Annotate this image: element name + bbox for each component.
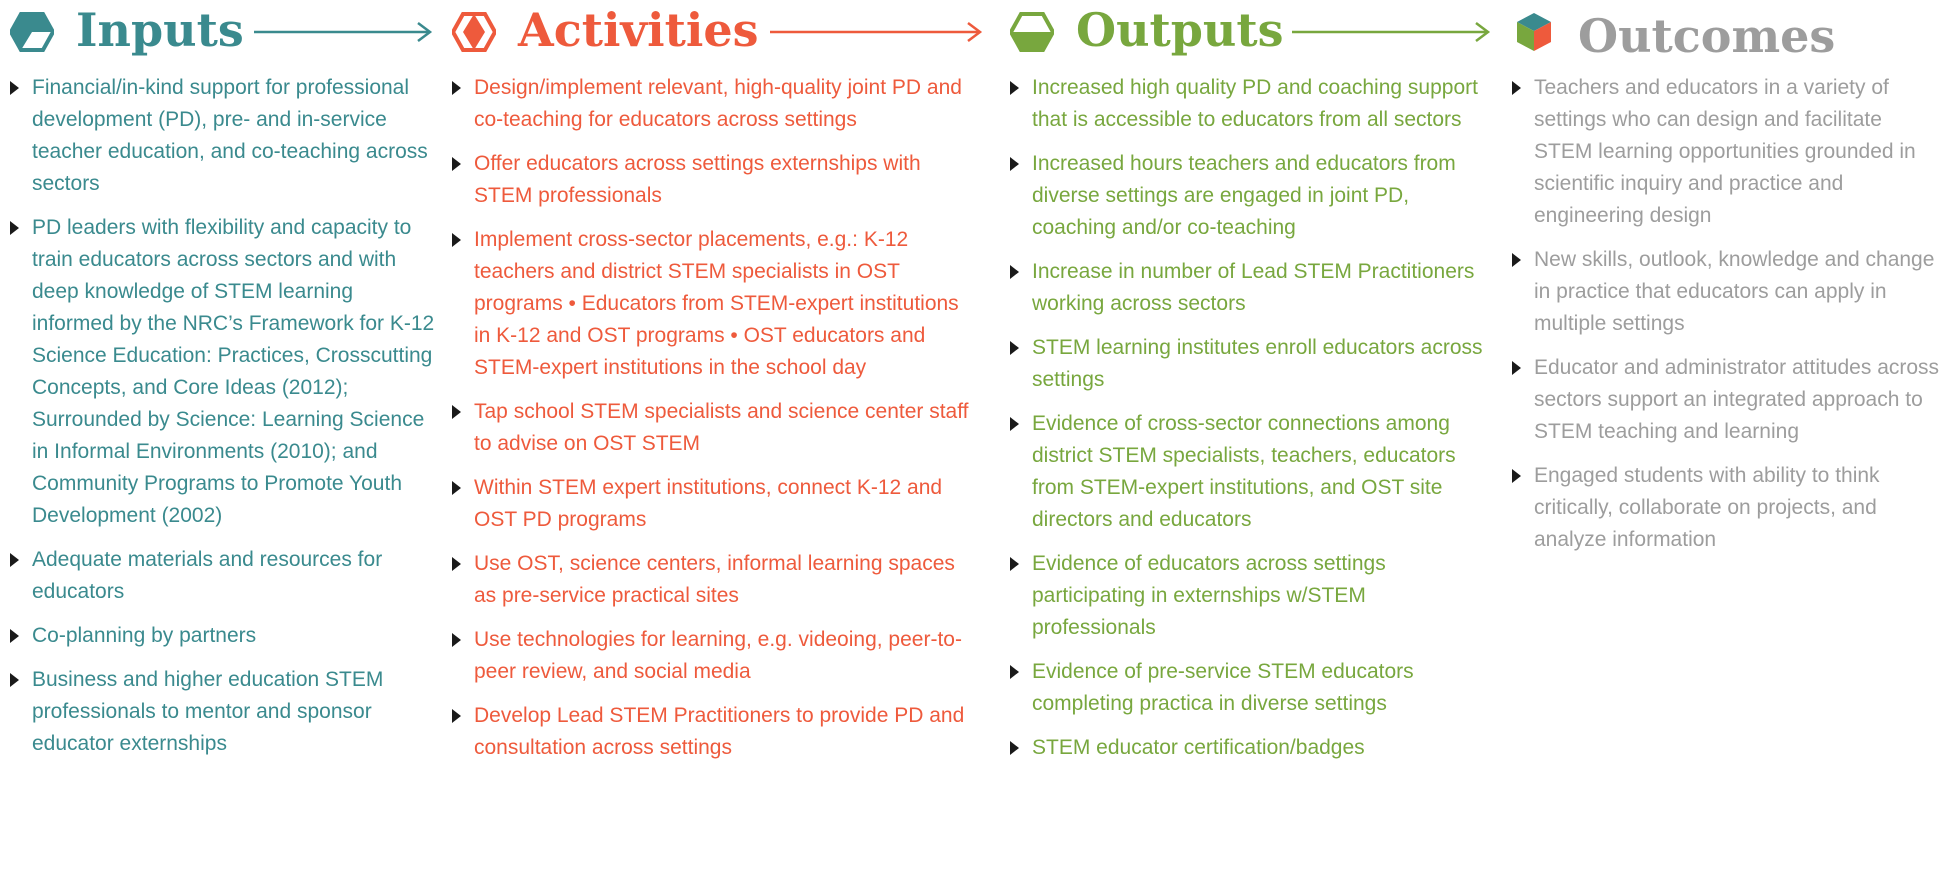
arrow-right-icon [770,22,983,42]
activities-title: Activities [518,3,759,57]
list-item: STEM educator certification/badges [1010,732,1490,764]
list-item: Evidence of educators across settings pa… [1010,548,1490,644]
list-item: Educator and administrator attitudes acr… [1512,352,1944,448]
bullet-triangle-icon [1010,157,1019,171]
list-item: Financial/in-kind support for profession… [10,72,440,200]
hexagon-diamond-icon [452,12,496,52]
bullet-triangle-icon [452,157,461,171]
list-item: Increased high quality PD and coaching s… [1010,72,1490,136]
bullet-triangle-icon [1010,417,1019,431]
list-item: Develop Lead STEM Practitioners to provi… [452,700,972,764]
arrow-right-icon [254,22,433,42]
list-item: Design/implement relevant, high-quality … [452,72,972,136]
list-item: PD leaders with flexibility and capacity… [10,212,440,532]
list-item: Increased hours teachers and educators f… [1010,148,1490,244]
bullet-triangle-icon [452,557,461,571]
list-item: New skills, outlook, knowledge and chang… [1512,244,1944,340]
bullet-triangle-icon [10,81,19,95]
bullet-triangle-icon [1010,557,1019,571]
bullet-triangle-icon [10,221,19,235]
bullet-triangle-icon [452,81,461,95]
bullet-triangle-icon [452,405,461,419]
list-item: Use OST, science centers, informal learn… [452,548,972,612]
bullet-triangle-icon [452,481,461,495]
list-item: Teachers and educators in a variety of s… [1512,72,1944,232]
list-item: Co-planning by partners [10,620,440,652]
list-item: Engaged students with ability to think c… [1512,460,1944,556]
bullet-triangle-icon [1010,665,1019,679]
list-item: Adequate materials and resources for edu… [10,544,440,608]
outcomes-title: Outcomes [1578,9,1836,63]
bullet-triangle-icon [1512,469,1521,483]
list-item: Increase in number of Lead STEM Practiti… [1010,256,1490,320]
hexagon-lower-half-icon [1010,12,1054,52]
list-item: Offer educators across settings externsh… [452,148,972,212]
bullet-triangle-icon [1512,81,1521,95]
bullet-triangle-icon [10,629,19,643]
bullet-triangle-icon [452,233,461,247]
list-item: Tap school STEM specialists and science … [452,396,972,460]
list-item: Use technologies for learning, e.g. vide… [452,624,972,688]
list-item: Evidence of pre-service STEM educators c… [1010,656,1490,720]
cube-icon [1517,13,1551,51]
outputs-list: Increased high quality PD and coaching s… [1010,72,1490,776]
bullet-triangle-icon [1010,81,1019,95]
bullet-triangle-icon [10,553,19,567]
bullet-triangle-icon [1512,361,1521,375]
outcomes-list: Teachers and educators in a variety of s… [1512,72,1944,568]
bullet-triangle-icon [452,709,461,723]
inputs-list: Financial/in-kind support for profession… [10,72,440,772]
list-item: Evidence of cross-sector connections amo… [1010,408,1490,536]
list-item: STEM learning institutes enroll educator… [1010,332,1490,396]
inputs-title: Inputs [76,3,244,57]
list-item: Within STEM expert institutions, connect… [452,472,972,536]
hexagon-half-icon [10,12,54,52]
list-item: Implement cross-sector placements, e.g.:… [452,224,972,384]
bullet-triangle-icon [1010,741,1019,755]
bullet-triangle-icon [1010,341,1019,355]
arrow-right-icon [1292,22,1491,42]
bullet-triangle-icon [1010,265,1019,279]
bullet-triangle-icon [452,633,461,647]
activities-list: Design/implement relevant, high-quality … [452,72,972,776]
list-item: Business and higher education STEM profe… [10,664,440,760]
bullet-triangle-icon [1512,253,1521,267]
outputs-title: Outputs [1076,3,1284,57]
bullet-triangle-icon [10,673,19,687]
